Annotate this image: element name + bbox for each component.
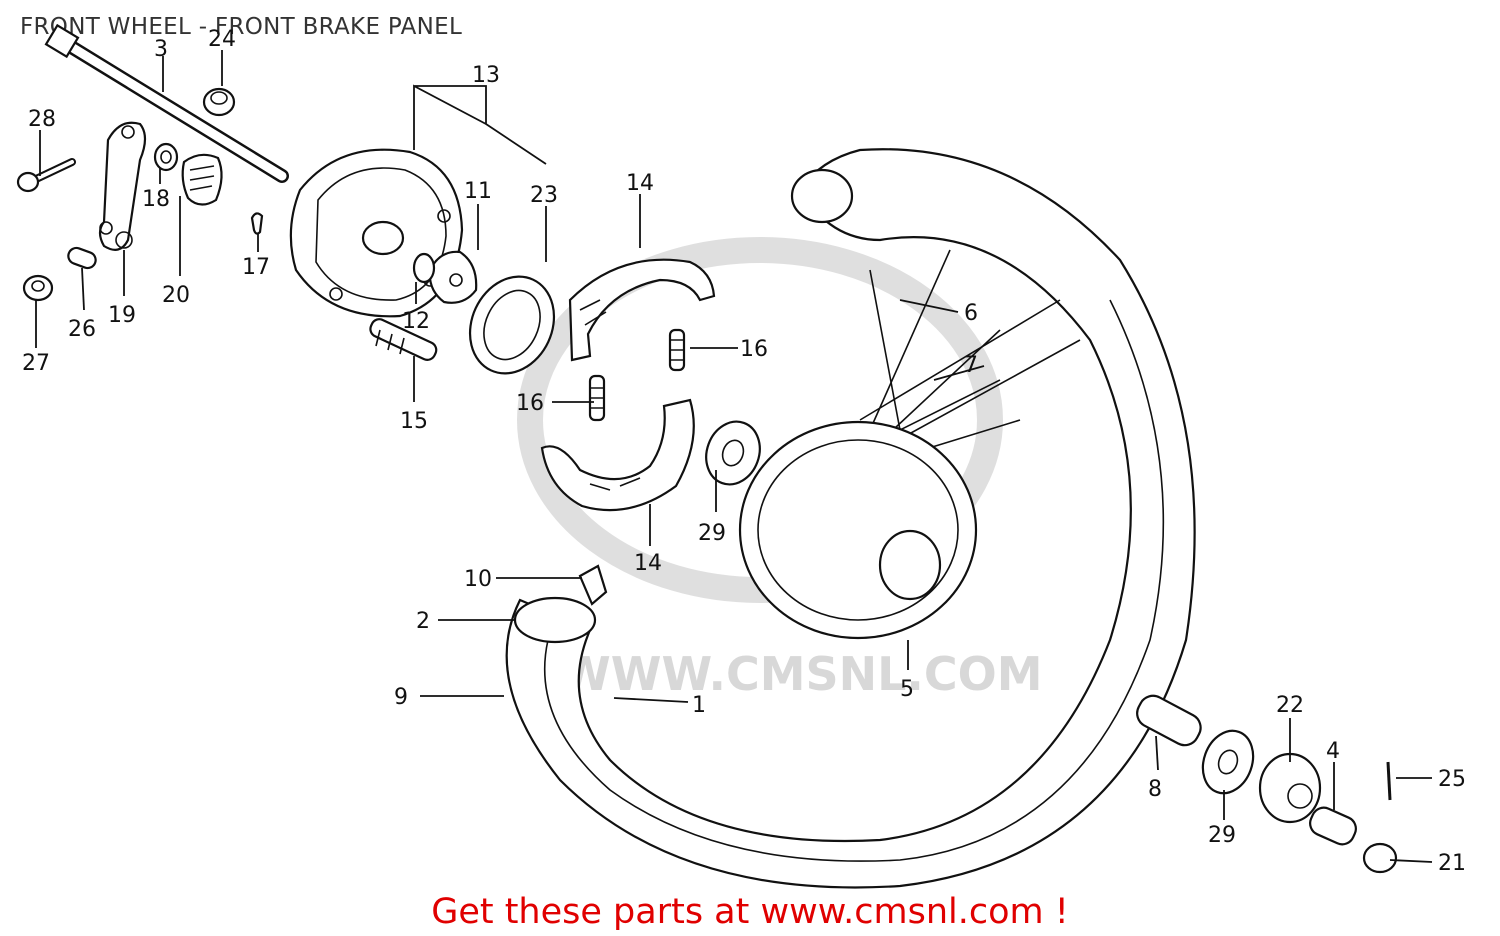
label-12: 12 [402,309,430,334]
label-17: 17 [242,255,270,280]
wheel-hub[interactable] [738,420,978,640]
label-8: 8 [1148,777,1162,802]
label-26: 26 [68,317,96,342]
brake-shoe-upper[interactable] [568,258,716,362]
label-16-left: 16 [516,391,544,416]
label-14-lower: 14 [634,551,662,576]
wear-indicator-plate[interactable] [412,250,478,304]
side-collar-22[interactable] [1258,752,1322,824]
label-3: 3 [154,37,168,62]
watermark-text: WWW.CMSNL.COM [560,647,1043,701]
label-5: 5 [900,677,914,702]
label-19: 19 [108,303,136,328]
diagram-title: FRONT WHEEL - FRONT BRAKE PANEL [20,14,463,40]
label-13: 13 [472,63,500,88]
label-6: 6 [964,301,978,326]
brake-shoe-lower[interactable] [540,398,695,512]
label-27: 27 [22,351,50,376]
label-29-left: 29 [698,521,726,546]
label-20: 20 [162,283,190,308]
washer-18[interactable] [153,142,179,172]
axle-nut-21[interactable] [1362,842,1398,874]
bolt-27[interactable] [22,274,54,302]
label-11: 11 [464,179,492,204]
wheel-bearing-right[interactable] [1195,724,1262,801]
wheel-rim[interactable] [505,148,1196,889]
cotter-pin-25[interactable] [1386,761,1392,801]
shoe-spring-16a[interactable] [668,328,686,372]
label-4: 4 [1326,739,1340,764]
label-18: 18 [142,187,170,212]
wheel-bearing-left[interactable] [698,414,769,492]
label-23: 23 [530,183,558,208]
label-1: 1 [692,693,706,718]
label-22: 22 [1276,693,1304,718]
brake-arm[interactable] [98,121,147,251]
label-28: 28 [28,107,56,132]
front-axle[interactable] [44,23,289,183]
get-parts-link[interactable]: Get these parts at www.cmsnl.com ! [431,892,1069,932]
collar-10[interactable] [578,564,608,606]
brake-cam[interactable] [368,317,439,363]
axle-nut[interactable] [202,87,236,117]
label-16-right: 16 [740,337,768,362]
callout-labels: 3 24 13 28 18 20 19 17 26 27 11 12 23 15… [22,27,1466,876]
leader-lines [35,50,1433,863]
label-2: 2 [416,609,430,634]
label-15: 15 [400,409,428,434]
label-14-upper: 14 [626,171,654,196]
bolt-28[interactable] [16,158,76,193]
dust-seal-26[interactable] [66,246,98,271]
dust-seal-8[interactable] [1132,691,1205,750]
pin-17[interactable] [250,212,264,235]
return-spring[interactable] [181,153,223,206]
dust-seal-23[interactable] [455,263,570,387]
label-25: 25 [1438,767,1466,792]
label-7: 7 [964,353,978,378]
label-9: 9 [394,685,408,710]
shoe-spring-16b[interactable] [588,374,606,422]
label-29-right: 29 [1208,823,1236,848]
label-24: 24 [208,27,236,52]
distance-collar-4[interactable] [1306,804,1359,848]
label-10: 10 [464,567,492,592]
label-21: 21 [1438,851,1466,876]
